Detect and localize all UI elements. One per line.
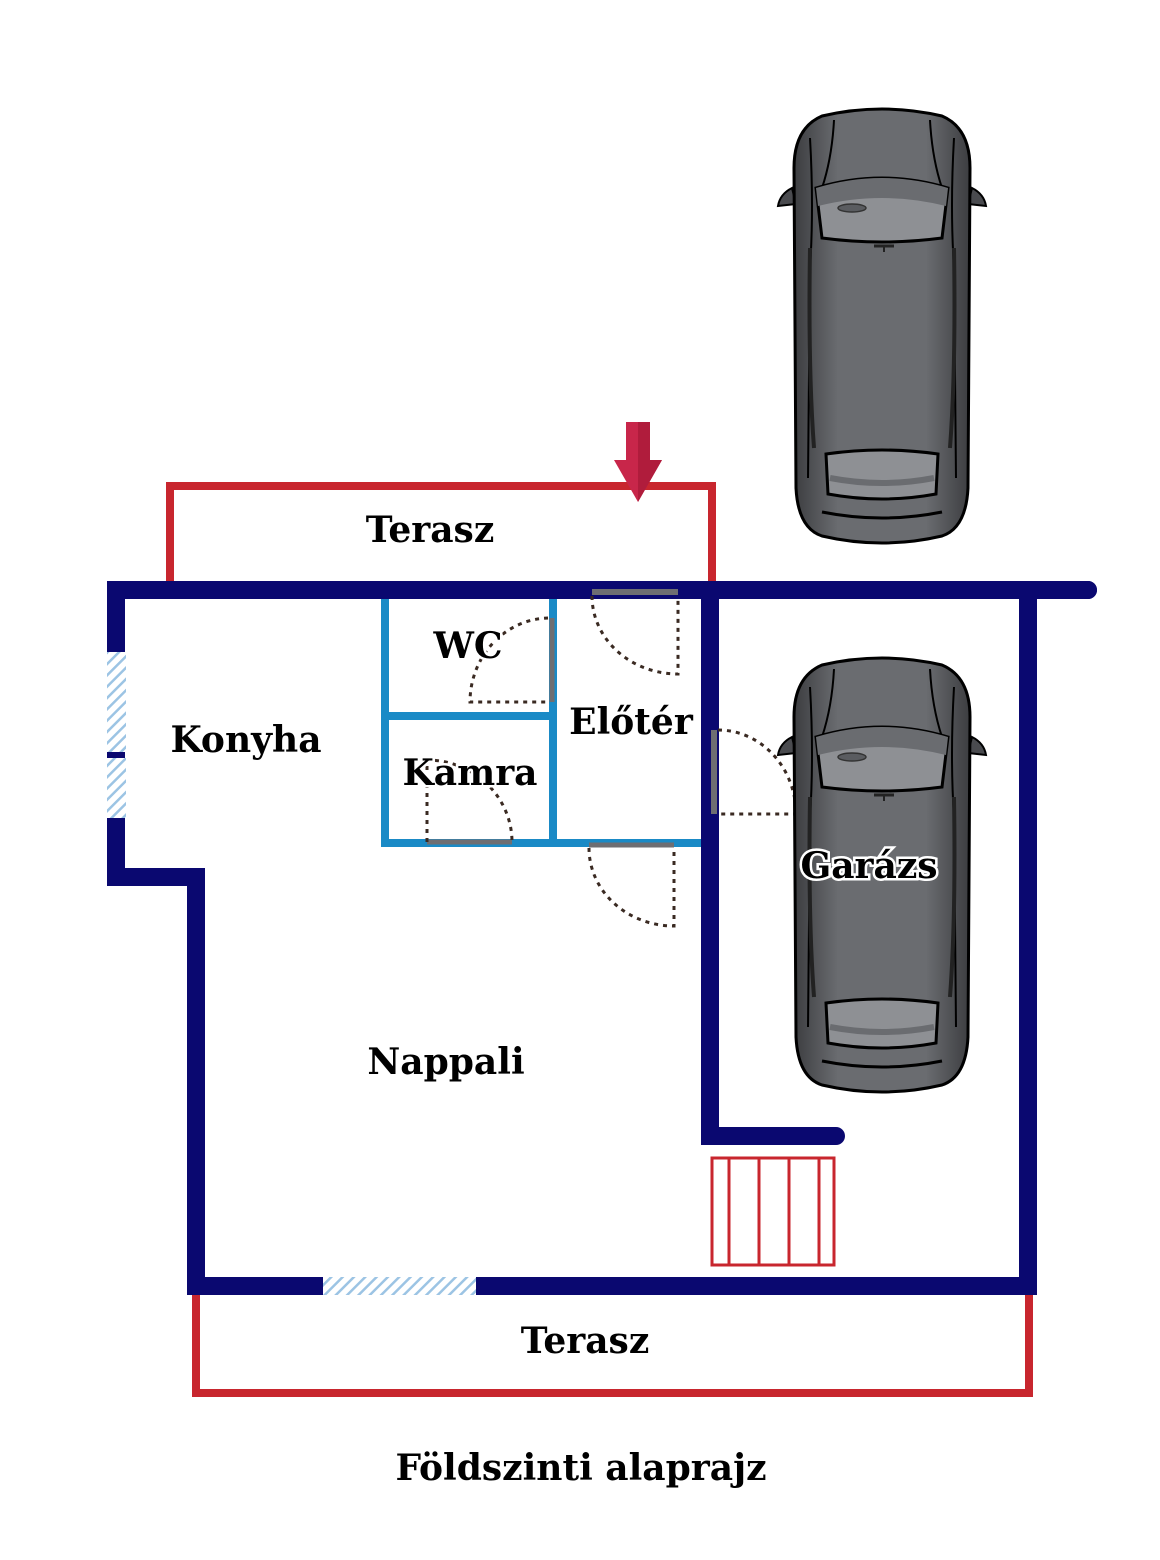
- entrance-arrow-icon: [614, 422, 662, 502]
- room-label-wc: WC: [432, 625, 502, 667]
- door-garage: [711, 728, 798, 816]
- terrace-bottom-outline: [192, 1286, 1033, 1397]
- terrace-top-outline: [166, 482, 716, 588]
- stairs-icon: [710, 1156, 836, 1267]
- window-kitchen-upper: [107, 652, 126, 752]
- door-entrance: [590, 589, 680, 676]
- door-hall-to-living: [587, 842, 676, 928]
- room-label-hall: Előtér: [569, 701, 694, 743]
- window-kitchen-lower: [107, 758, 126, 818]
- room-label-living-room: Nappali: [367, 1041, 524, 1083]
- room-label-terrace-bottom: Terasz: [521, 1320, 650, 1362]
- room-label-pantry: Kamra: [403, 752, 538, 794]
- door-pantry: [425, 758, 514, 845]
- room-label-kitchen: Konyha: [170, 719, 321, 761]
- window-living-room: [323, 1277, 476, 1295]
- room-label-terrace-top: Terasz: [366, 509, 495, 551]
- car-icon: [778, 109, 986, 543]
- door-wc: [468, 616, 555, 704]
- plan-caption: Földszinti alaprajz: [395, 1447, 766, 1489]
- room-label-garage: Garázs: [800, 845, 937, 887]
